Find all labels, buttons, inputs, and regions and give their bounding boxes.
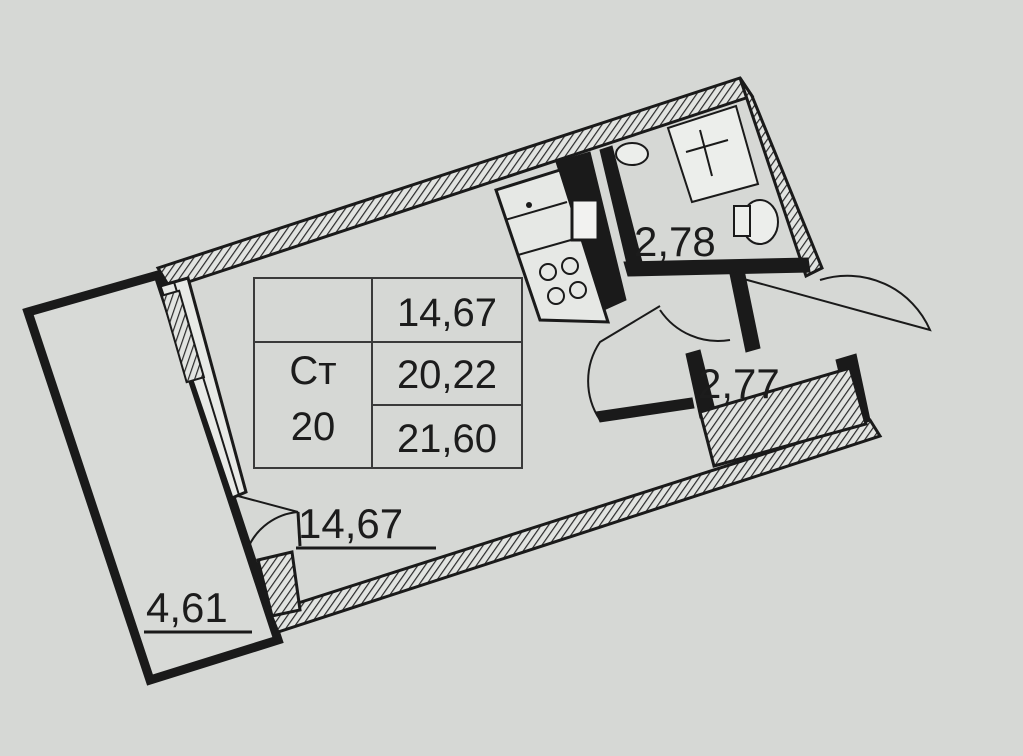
bathroom-area-label: 2,78 (634, 218, 716, 265)
stove (539, 257, 587, 305)
room-type-label: Ст (289, 349, 336, 393)
balcony (22, 269, 284, 686)
total-area-with-balcony-value: 21,60 (397, 417, 497, 461)
room-number-label: 20 (291, 405, 336, 449)
wardrobe (698, 366, 868, 468)
room-labels: 14,67 4,61 2,78 2,77 (144, 218, 780, 634)
hallway-area-label: 2,77 (698, 360, 780, 407)
bathroom-fixtures (615, 104, 779, 245)
balcony-door (237, 495, 302, 549)
balcony-area-label: 4,61 (146, 584, 228, 631)
kitchen-counter (494, 168, 611, 324)
door-swings (587, 274, 932, 421)
summary-table: Ст 20 14,67 20,22 21,60 (253, 277, 523, 469)
main-room-area-label: 14,67 (298, 500, 403, 547)
total-area-value: 20,22 (397, 353, 497, 397)
window (158, 276, 248, 501)
exterior-walls (155, 76, 883, 634)
living-area-value: 14,67 (397, 291, 497, 335)
